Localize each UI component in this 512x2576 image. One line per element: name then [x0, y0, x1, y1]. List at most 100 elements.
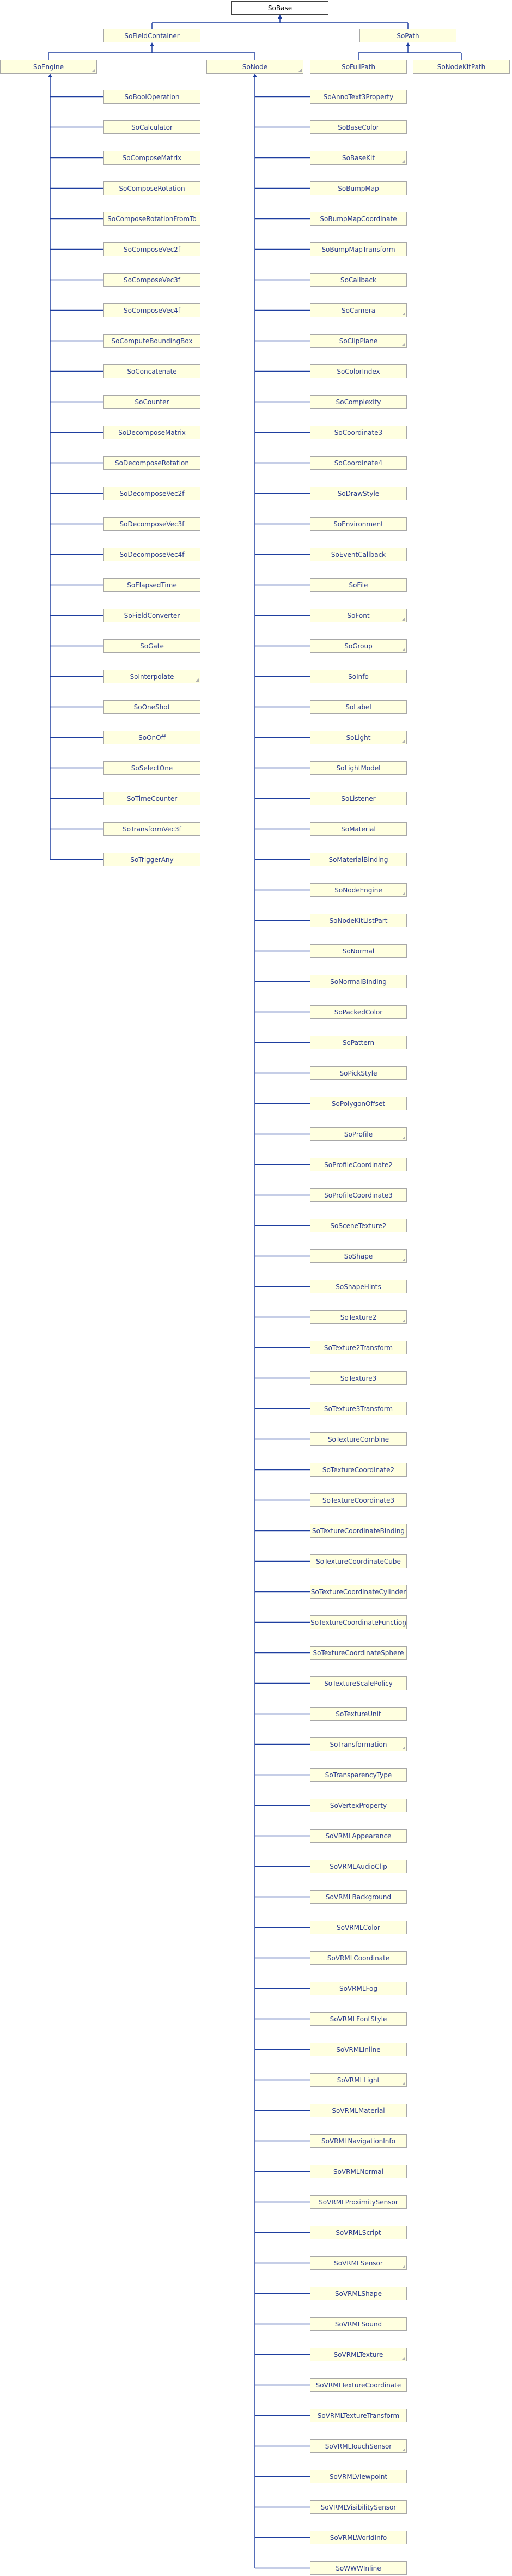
node-sopath[interactable]: SoPath — [359, 29, 456, 42]
node-sowwwinline[interactable]: SoWWWInline — [310, 2561, 407, 2575]
node-soengine[interactable]: SoEngine — [0, 60, 97, 74]
node-socomposematrix[interactable]: SoComposeMatrix — [103, 151, 200, 165]
node-sovrmltexture[interactable]: SoVRMLTexture — [310, 2348, 407, 2361]
node-sodecomposerotation[interactable]: SoDecomposeRotation — [103, 456, 200, 470]
node-sotextureunit[interactable]: SoTextureUnit — [310, 1707, 407, 1721]
node-soeventcallback[interactable]: SoEventCallback — [310, 548, 407, 561]
node-sovrmlvisibilitysensor[interactable]: SoVRMLVisibilitySensor — [310, 2500, 407, 2514]
node-sofile[interactable]: SoFile — [310, 578, 407, 592]
node-sotimecounter[interactable]: SoTimeCounter — [103, 792, 200, 805]
node-soclipplane[interactable]: SoClipPlane — [310, 334, 407, 348]
node-sodecomposevec2f[interactable]: SoDecomposeVec2f — [103, 487, 200, 500]
node-sovrmlviewpoint[interactable]: SoVRMLViewpoint — [310, 2470, 407, 2483]
node-sovrmlshape[interactable]: SoVRMLShape — [310, 2287, 407, 2300]
node-socomposerotationfromto[interactable]: SoComposeRotationFromTo — [103, 212, 200, 226]
node-sovrmlworldinfo[interactable]: SoVRMLWorldInfo — [310, 2531, 407, 2544]
node-somaterialbinding[interactable]: SoMaterialBinding — [310, 853, 407, 866]
node-sonode[interactable]: SoNode — [206, 60, 303, 74]
node-sotexture2[interactable]: SoTexture2 — [310, 1310, 407, 1324]
node-sotransparencytype[interactable]: SoTransparencyType — [310, 1768, 407, 1782]
node-sovrmltexturecoordinate[interactable]: SoVRMLTextureCoordinate — [310, 2378, 407, 2392]
node-sovrmlnormal[interactable]: SoVRMLNormal — [310, 2165, 407, 2178]
node-soprofilecoordinate2[interactable]: SoProfileCoordinate2 — [310, 1158, 407, 1171]
node-soscenetexture2[interactable]: SoSceneTexture2 — [310, 1219, 407, 1232]
node-soshape[interactable]: SoShape — [310, 1249, 407, 1263]
node-soonoff[interactable]: SoOnOff — [103, 731, 200, 744]
node-sotexturecoordinatesphere[interactable]: SoTextureCoordinateSphere — [310, 1646, 407, 1660]
node-sogroup[interactable]: SoGroup — [310, 639, 407, 653]
node-sofont[interactable]: SoFont — [310, 609, 407, 622]
node-sotransformation[interactable]: SoTransformation — [310, 1737, 407, 1751]
node-soannotext3property[interactable]: SoAnnoText3Property — [310, 90, 407, 104]
node-sotexturecoordinatecube[interactable]: SoTextureCoordinateCube — [310, 1554, 407, 1568]
node-sonormal[interactable]: SoNormal — [310, 944, 407, 958]
node-sooneshot[interactable]: SoOneShot — [103, 700, 200, 714]
node-sopattern[interactable]: SoPattern — [310, 1036, 407, 1049]
node-sovrmlcoordinate[interactable]: SoVRMLCoordinate — [310, 1951, 407, 1965]
node-socoordinate3[interactable]: SoCoordinate3 — [310, 426, 407, 439]
node-socalculator[interactable]: SoCalculator — [103, 120, 200, 134]
node-sotexturecoordinatefunction[interactable]: SoTextureCoordinateFunction — [310, 1615, 407, 1629]
node-sovrmlscript[interactable]: SoVRMLScript — [310, 2226, 407, 2239]
node-sovrmltexturetransform[interactable]: SoVRMLTextureTransform — [310, 2409, 407, 2422]
node-sotexture3transform[interactable]: SoTexture3Transform — [310, 1402, 407, 1415]
node-sovrmlfontstyle[interactable]: SoVRMLFontStyle — [310, 2012, 407, 2026]
node-socoordinate4[interactable]: SoCoordinate4 — [310, 456, 407, 470]
node-socomposerotation[interactable]: SoComposeRotation — [103, 181, 200, 195]
node-socomputeboundingbox[interactable]: SoComputeBoundingBox — [103, 334, 200, 348]
node-soselectone[interactable]: SoSelectOne — [103, 761, 200, 775]
node-sotransformvec3f[interactable]: SoTransformVec3f — [103, 822, 200, 836]
node-sotriggerany[interactable]: SoTriggerAny — [103, 853, 200, 866]
node-sovrmlsensor[interactable]: SoVRMLSensor — [310, 2256, 407, 2270]
node-sotexturecoordinatebinding[interactable]: SoTextureCoordinateBinding — [310, 1524, 407, 1538]
node-sotexturecombine[interactable]: SoTextureCombine — [310, 1432, 407, 1446]
node-sonodekitlistpart[interactable]: SoNodeKitListPart — [310, 914, 407, 927]
node-sobooloperation[interactable]: SoBoolOperation — [103, 90, 200, 104]
node-soprofile[interactable]: SoProfile — [310, 1127, 407, 1141]
node-socomposevec2f[interactable]: SoComposeVec2f — [103, 242, 200, 256]
node-socomposevec3f[interactable]: SoComposeVec3f — [103, 273, 200, 287]
node-sovrmlfog[interactable]: SoVRMLFog — [310, 1982, 407, 1995]
node-solabel[interactable]: SoLabel — [310, 700, 407, 714]
node-somaterial[interactable]: SoMaterial — [310, 822, 407, 836]
node-sotexturescalepolicy[interactable]: SoTextureScalePolicy — [310, 1676, 407, 1690]
node-socomplexity[interactable]: SoComplexity — [310, 395, 407, 409]
node-sotexturecoordinate3[interactable]: SoTextureCoordinate3 — [310, 1493, 407, 1507]
node-solight[interactable]: SoLight — [310, 731, 407, 744]
node-socolorindex[interactable]: SoColorIndex — [310, 364, 407, 378]
node-sobasecolor[interactable]: SoBaseColor — [310, 120, 407, 134]
node-sobasekit[interactable]: SoBaseKit — [310, 151, 407, 165]
node-soprofilecoordinate3[interactable]: SoProfileCoordinate3 — [310, 1188, 407, 1202]
node-sopackedcolor[interactable]: SoPackedColor — [310, 1005, 407, 1019]
node-sovrmltouchsensor[interactable]: SoVRMLTouchSensor — [310, 2439, 407, 2453]
node-sodecomposevec4f[interactable]: SoDecomposeVec4f — [103, 548, 200, 561]
node-sofullpath[interactable]: SoFullPath — [310, 60, 407, 74]
node-soshapehints[interactable]: SoShapeHints — [310, 1280, 407, 1293]
node-soelapsedtime[interactable]: SoElapsedTime — [103, 578, 200, 592]
node-sotexture2transform[interactable]: SoTexture2Transform — [310, 1341, 407, 1354]
node-sovrmlbackground[interactable]: SoVRMLBackground — [310, 1890, 407, 1904]
node-sopickstyle[interactable]: SoPickStyle — [310, 1066, 407, 1080]
node-sovrmlnavigationinfo[interactable]: SoVRMLNavigationInfo — [310, 2134, 407, 2148]
node-sodrawstyle[interactable]: SoDrawStyle — [310, 487, 407, 500]
node-sofieldconverter[interactable]: SoFieldConverter — [103, 609, 200, 622]
node-soinfo[interactable]: SoInfo — [310, 670, 407, 683]
node-solistener[interactable]: SoListener — [310, 792, 407, 805]
node-sobumpmap[interactable]: SoBumpMap — [310, 181, 407, 195]
node-soenvironment[interactable]: SoEnvironment — [310, 517, 407, 531]
node-sovrmlcolor[interactable]: SoVRMLColor — [310, 1921, 407, 1934]
node-sobumpmaptransform[interactable]: SoBumpMapTransform — [310, 242, 407, 256]
node-socomposevec4f[interactable]: SoComposeVec4f — [103, 303, 200, 317]
node-sonodekitpath[interactable]: SoNodeKitPath — [413, 60, 510, 74]
node-solightmodel[interactable]: SoLightModel — [310, 761, 407, 775]
node-sodecomposevec3f[interactable]: SoDecomposeVec3f — [103, 517, 200, 531]
node-sovrmlaudioclip[interactable]: SoVRMLAudioClip — [310, 1860, 407, 1873]
node-sovrmllight[interactable]: SoVRMLLight — [310, 2073, 407, 2087]
node-sobumpmapcoordinate[interactable]: SoBumpMapCoordinate — [310, 212, 407, 226]
node-sonormalbinding[interactable]: SoNormalBinding — [310, 975, 407, 988]
node-sovrmlproximitysensor[interactable]: SoVRMLProximitySensor — [310, 2195, 407, 2209]
node-sogate[interactable]: SoGate — [103, 639, 200, 653]
node-sodecomposematrix[interactable]: SoDecomposeMatrix — [103, 426, 200, 439]
node-sovrmlinline[interactable]: SoVRMLInline — [310, 2043, 407, 2056]
node-socallback[interactable]: SoCallback — [310, 273, 407, 287]
